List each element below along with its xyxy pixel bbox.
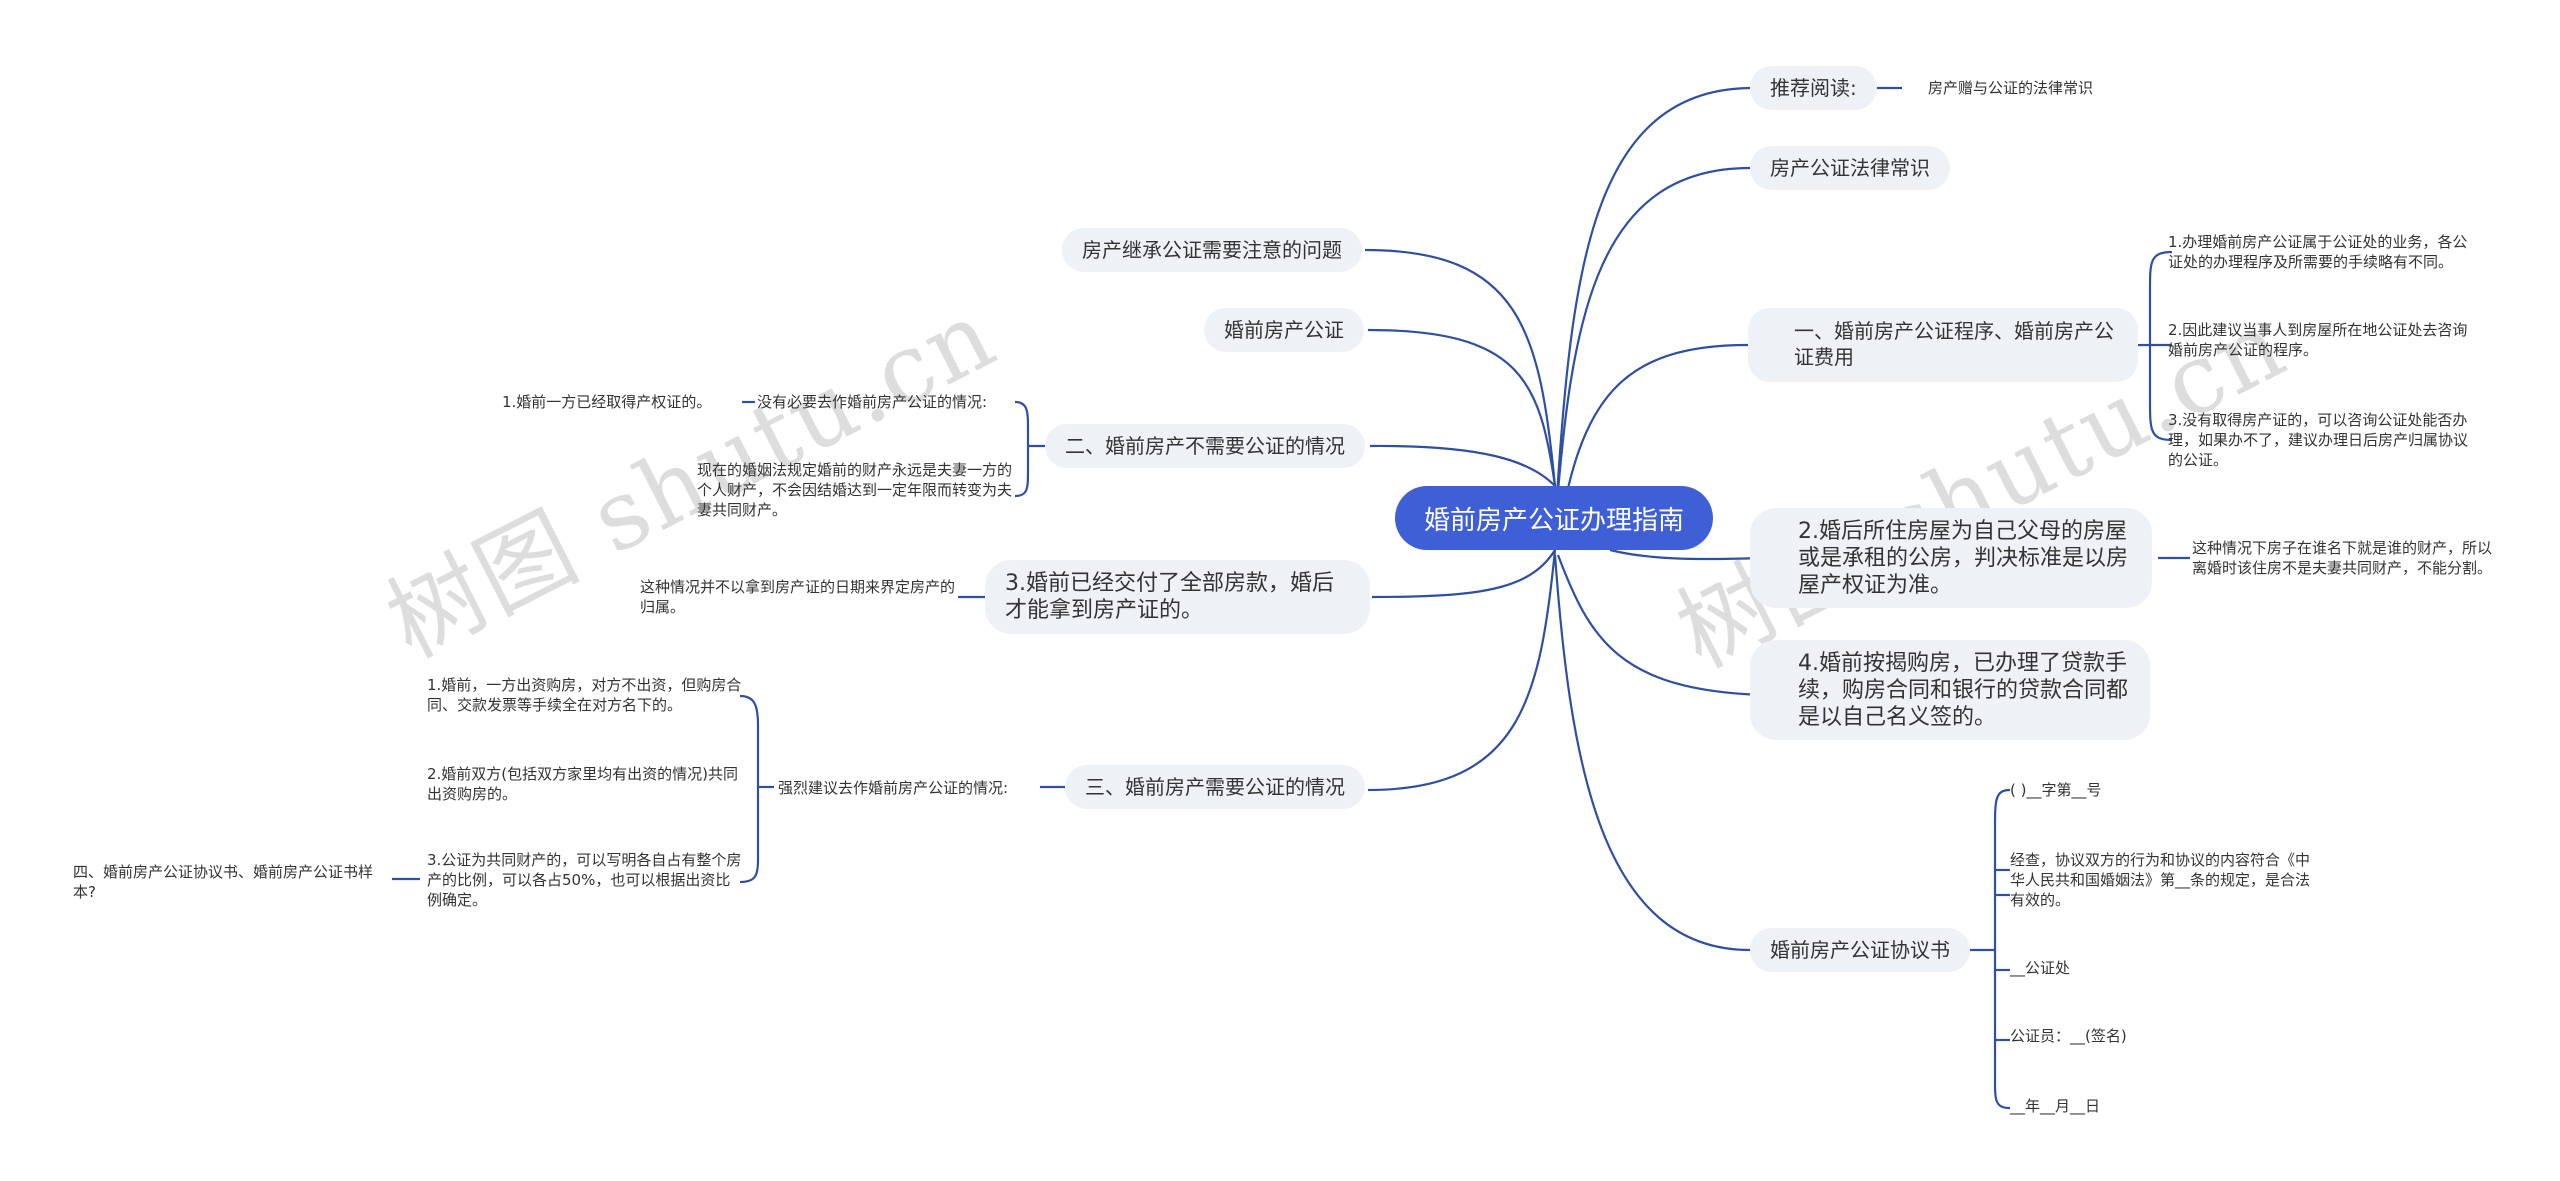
law-common-node[interactable]: 房产公证法律常识 [1750,146,1950,190]
edge-root-noneed [1369,444,1556,487]
paid-note: 这种情况并不以拿到房产证的日期来界定房产的归属。 [640,578,956,616]
premarital-node[interactable]: 婚前房产公证 [1204,308,1364,352]
need-item-1: 1.婚前，一方出资购房，对方不出资，但购房合同、交款发票等手续全在对方名下的。 [427,676,742,714]
agreement-item-2: 经查，协议双方的行为和协议的内容符合《中华人民共和国婚姻法》第__条的规定，是合… [2010,851,2311,909]
procedure-item-2: 2.因此建议当事人到房屋所在地公证处去咨询婚前房产公证的程序。 [2168,321,2468,359]
edge-root-parents [1609,548,1761,561]
root-node[interactable]: 婚前房产公证办理指南 [1395,486,1713,550]
loan-node[interactable]: 4.婚前按揭购房，已办理了贷款手续，购房合同和银行的贷款合同都是以自己名义签的。 [1750,640,2150,740]
inherit-node[interactable]: 房产继承公证需要注意的问题 [1062,228,1362,272]
no-need-sub-item: 1.婚前一方已经取得产权证的。 [502,393,712,411]
edge-root-inherit [1364,248,1557,487]
no-need-node[interactable]: 二、婚前房产不需要公证的情况 [1045,424,1365,468]
no-need-sub: 没有必要去作婚前房产公证的情况: [757,393,988,411]
need-item-3: 3.公证为共同财产的，可以写明各自占有整个房产的比例，可以各占50%，也可以根据… [427,851,742,909]
agreement-node[interactable]: 婚前房产公证协议书 [1750,928,1970,972]
no-need-law: 现在的婚姻法规定婚前的财产永远是夫妻一方的个人财产，不会因结婚达到一定年限而转变… [697,461,1013,519]
need-item-2: 2.婚前双方(包括双方家里均有出资的情况)共同出资购房的。 [427,765,739,803]
paid-node[interactable]: 3.婚前已经交付了全部房款，婚后才能拿到房产证的。 [985,560,1370,634]
procedure-node[interactable]: 一、婚前房产公证程序、婚前房产公证费用 [1748,308,2138,382]
edge-root-agreement [1553,554,1751,952]
edge-root-need [1367,549,1557,792]
need-sub: 强烈建议去作婚前房产公证的情况: [778,779,1009,797]
parents-house-node[interactable]: 2.婚后所住房屋为自己父母的房屋或是承租的公房，判决标准是以房屋产权证为准。 [1750,508,2152,608]
edge-root-loan [1556,554,1763,697]
agreement-item-1: ( )__字第__号 [2010,781,2102,799]
procedure-item-3: 3.没有取得房产证的，可以咨询公证处能否办理，如果办不了，建议办理日后房产归属协… [2168,411,2469,469]
agreement-item-5: __年__月__日 [2010,1097,2101,1115]
edge-root-recommend [1552,86,1751,541]
agreement-item-3: __公证处 [2010,959,2071,977]
agreement-item-4: 公证员：__(签名) [2010,1027,2127,1045]
procedure-item-1: 1.办理婚前房产公证属于公证处的业务，各公证处的办理程序及所需要的手续略有不同。 [2168,233,2468,271]
edge-root-law [1552,166,1751,541]
recommend-item[interactable]: 房产赠与公证的法律常识 [1928,79,2094,97]
parents-house-note: 这种情况下房子在谁名下就是谁的财产，所以离婚时该住房不是夫妻共同财产，不能分割。 [2192,539,2493,577]
edge-root-premarital [1367,328,1557,487]
edge-root-paid [1371,549,1556,599]
recommend-node[interactable]: 推荐阅读: [1750,66,1877,110]
need-extra: 四、婚前房产公证协议书、婚前房产公证书样本? [73,863,374,901]
need-node[interactable]: 三、婚前房产需要公证的情况 [1065,765,1365,809]
